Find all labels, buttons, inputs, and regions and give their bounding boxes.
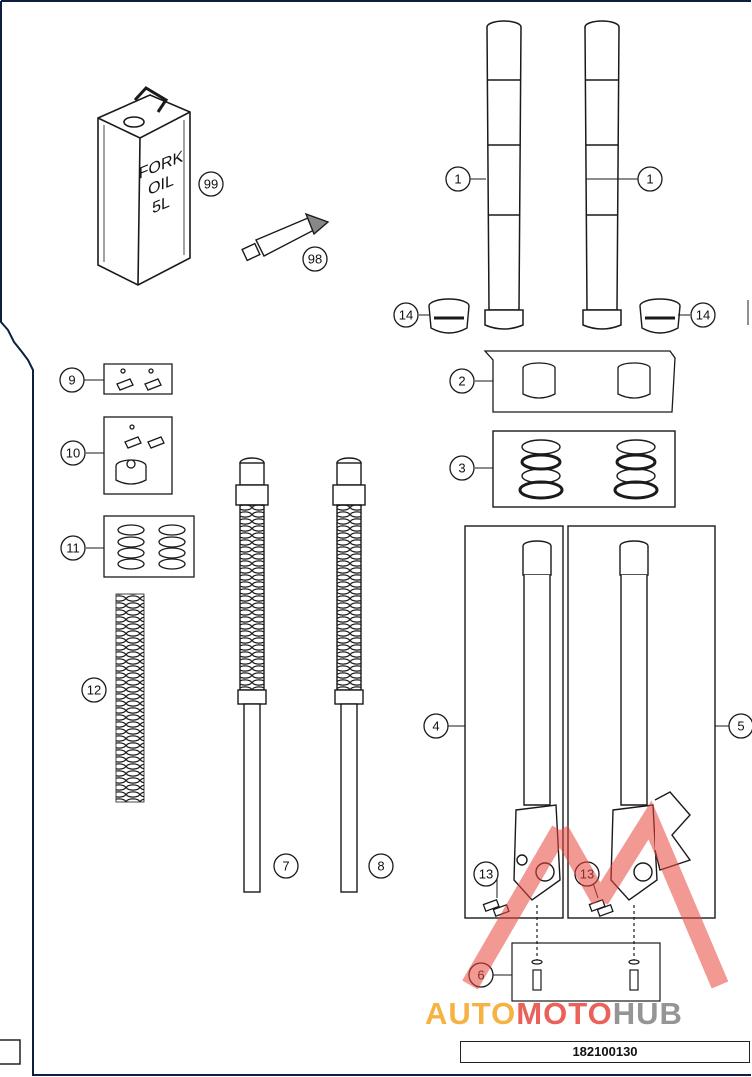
callout-number: 14 — [399, 308, 413, 323]
callout-c1b: 1 — [637, 166, 663, 192]
callout-c98: 98 — [302, 246, 328, 272]
fork-spring — [115, 593, 145, 803]
tube-guard-right — [639, 298, 681, 334]
callout-circle — [302, 246, 328, 272]
callout-c9: 9 — [59, 367, 85, 393]
callout-circle — [449, 455, 475, 481]
watermark-text: AUTOMOTOHUB — [425, 996, 683, 1032]
callout-number: 4 — [432, 719, 439, 734]
callout-circle — [637, 166, 663, 192]
callout-circle — [423, 713, 449, 739]
callout-c11: 11 — [60, 535, 86, 561]
watermark-part3: HUB — [612, 996, 683, 1031]
callout-circle — [59, 367, 85, 393]
watermark-part2: MOTO — [516, 996, 613, 1031]
callout-number: 1 — [646, 172, 653, 187]
damper-cartridge-right — [332, 457, 366, 893]
inner-tube-right — [567, 525, 716, 919]
grease-tube — [241, 212, 330, 262]
callout-circle — [728, 713, 752, 739]
callout-c10: 10 — [60, 440, 86, 466]
callout-number: 98 — [308, 252, 322, 267]
callout-circle — [445, 166, 471, 192]
callout-circle — [60, 440, 86, 466]
callout-c2: 2 — [449, 368, 475, 394]
callout-c4: 4 — [423, 713, 449, 739]
leader-lines — [84, 178, 729, 976]
callout-c5: 5 — [728, 713, 752, 739]
ring-kit — [103, 515, 195, 578]
callout-circle — [368, 853, 394, 879]
callout-c1a: 1 — [445, 166, 471, 192]
callout-number: 8 — [377, 859, 384, 874]
callout-number: 7 — [282, 859, 289, 874]
callout-c8: 8 — [368, 853, 394, 879]
callout-number: 99 — [204, 177, 218, 192]
callout-circle — [393, 302, 419, 328]
callout-c7: 7 — [273, 853, 299, 879]
callout-number: 2 — [458, 374, 465, 389]
callout-number: 13 — [479, 867, 493, 882]
clamp-bolts — [482, 898, 614, 917]
screw-kit — [103, 363, 173, 395]
fork-oil-can — [97, 86, 191, 286]
damper-cartridge-left — [235, 457, 269, 893]
callout-number: 12 — [87, 683, 101, 698]
cap-kit — [103, 416, 173, 495]
outer-tube-right — [582, 20, 622, 330]
callout-circle — [198, 171, 224, 197]
bushing-kit — [483, 350, 676, 413]
callout-circle — [273, 853, 299, 879]
callout-circle — [60, 535, 86, 561]
can-label-line3: 5L — [152, 192, 170, 217]
drawing-number-box: 182100130 — [460, 1041, 750, 1063]
callout-number: 3 — [458, 461, 465, 476]
callout-number: 1 — [454, 172, 461, 187]
callout-c99: 99 — [198, 171, 224, 197]
callout-c14a: 14 — [393, 302, 419, 328]
tube-guard-left — [428, 298, 470, 334]
callout-c13a: 13 — [473, 861, 499, 887]
callout-number: 11 — [66, 541, 80, 556]
callout-number: 9 — [68, 373, 75, 388]
callout-number: 14 — [696, 308, 710, 323]
seal-kit — [492, 430, 676, 508]
watermark-part1: AUTO — [425, 996, 517, 1031]
callout-c14b: 14 — [690, 302, 716, 328]
callout-circle — [690, 302, 716, 328]
callout-c12: 12 — [81, 677, 107, 703]
callout-c3: 3 — [449, 455, 475, 481]
watermark-triangle — [462, 800, 729, 990]
callout-circle — [473, 861, 499, 887]
callout-number: 5 — [737, 719, 744, 734]
callout-circle — [81, 677, 107, 703]
outer-tube-left — [484, 20, 524, 330]
drawing-number: 182100130 — [572, 1044, 638, 1059]
callout-circle — [449, 368, 475, 394]
callout-number: 10 — [66, 446, 80, 461]
axle-bolt-kit — [511, 905, 661, 1002]
